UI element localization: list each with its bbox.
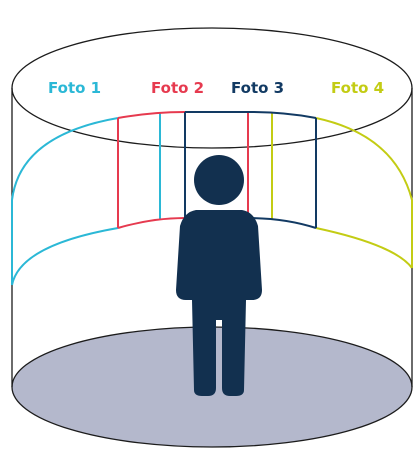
label-foto-3: Foto 3 [231, 79, 284, 97]
photo-band-1 [11, 112, 161, 286]
top-ellipse [11, 27, 413, 149]
label-foto-2: Foto 2 [151, 79, 204, 97]
label-foto-1: Foto 1 [48, 79, 101, 97]
photo-band-4 [271, 112, 413, 269]
label-foto-4: Foto 4 [331, 79, 384, 97]
person-icon [176, 155, 262, 396]
photo-frame-2 [117, 111, 249, 229]
